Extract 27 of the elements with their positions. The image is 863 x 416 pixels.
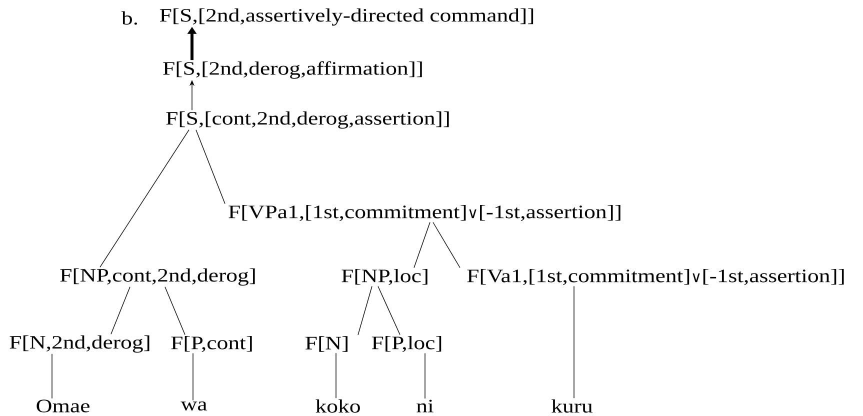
tree-branch-line <box>432 222 460 268</box>
tree-node-label: koko <box>316 399 360 413</box>
tree-node-label: F[S,[cont,2nd,derog,assertion]] <box>166 111 449 129</box>
tree-branch-line <box>164 286 186 336</box>
tree-node-label: Omae <box>36 400 90 412</box>
tree-branch-line <box>358 286 372 336</box>
tree-node-label: F[NP,cont,2nd,derog] <box>60 268 255 286</box>
tree-node-label: F[Va1,[1st,commitment]∨[-1st,assertion]] <box>467 268 844 286</box>
tree-node-label: ni <box>416 400 434 412</box>
tree-branch-line <box>110 286 130 335</box>
tree-node-label: F[P,cont] <box>171 336 252 352</box>
tree-node-label: F[S,[2nd,derog,affirmation]] <box>163 61 422 79</box>
panel-label: b. <box>121 11 138 25</box>
tree-node-label: wa <box>180 401 207 411</box>
tree-node-label: F[P,loc] <box>372 336 442 352</box>
tree-branch-line <box>196 130 226 204</box>
tree-node-label: F[NP,loc] <box>342 268 428 286</box>
tree-node-label: F[N,2nd,derog] <box>10 335 150 353</box>
tree-node-label: F[VPa1,[1st,commitment]∨[-1st,assertion]] <box>228 204 620 222</box>
tree-node-label: F[S,[2nd,assertively-directed command]] <box>160 8 534 26</box>
tree-branch-line <box>414 222 430 268</box>
tree-branch-line <box>378 286 400 336</box>
tree-branch-line <box>424 352 426 399</box>
tree-branch-line <box>100 130 190 268</box>
tree-node-label: F[N] <box>306 336 348 352</box>
tree-branch-line <box>192 352 194 401</box>
tree-node-label: kuru <box>552 399 592 413</box>
